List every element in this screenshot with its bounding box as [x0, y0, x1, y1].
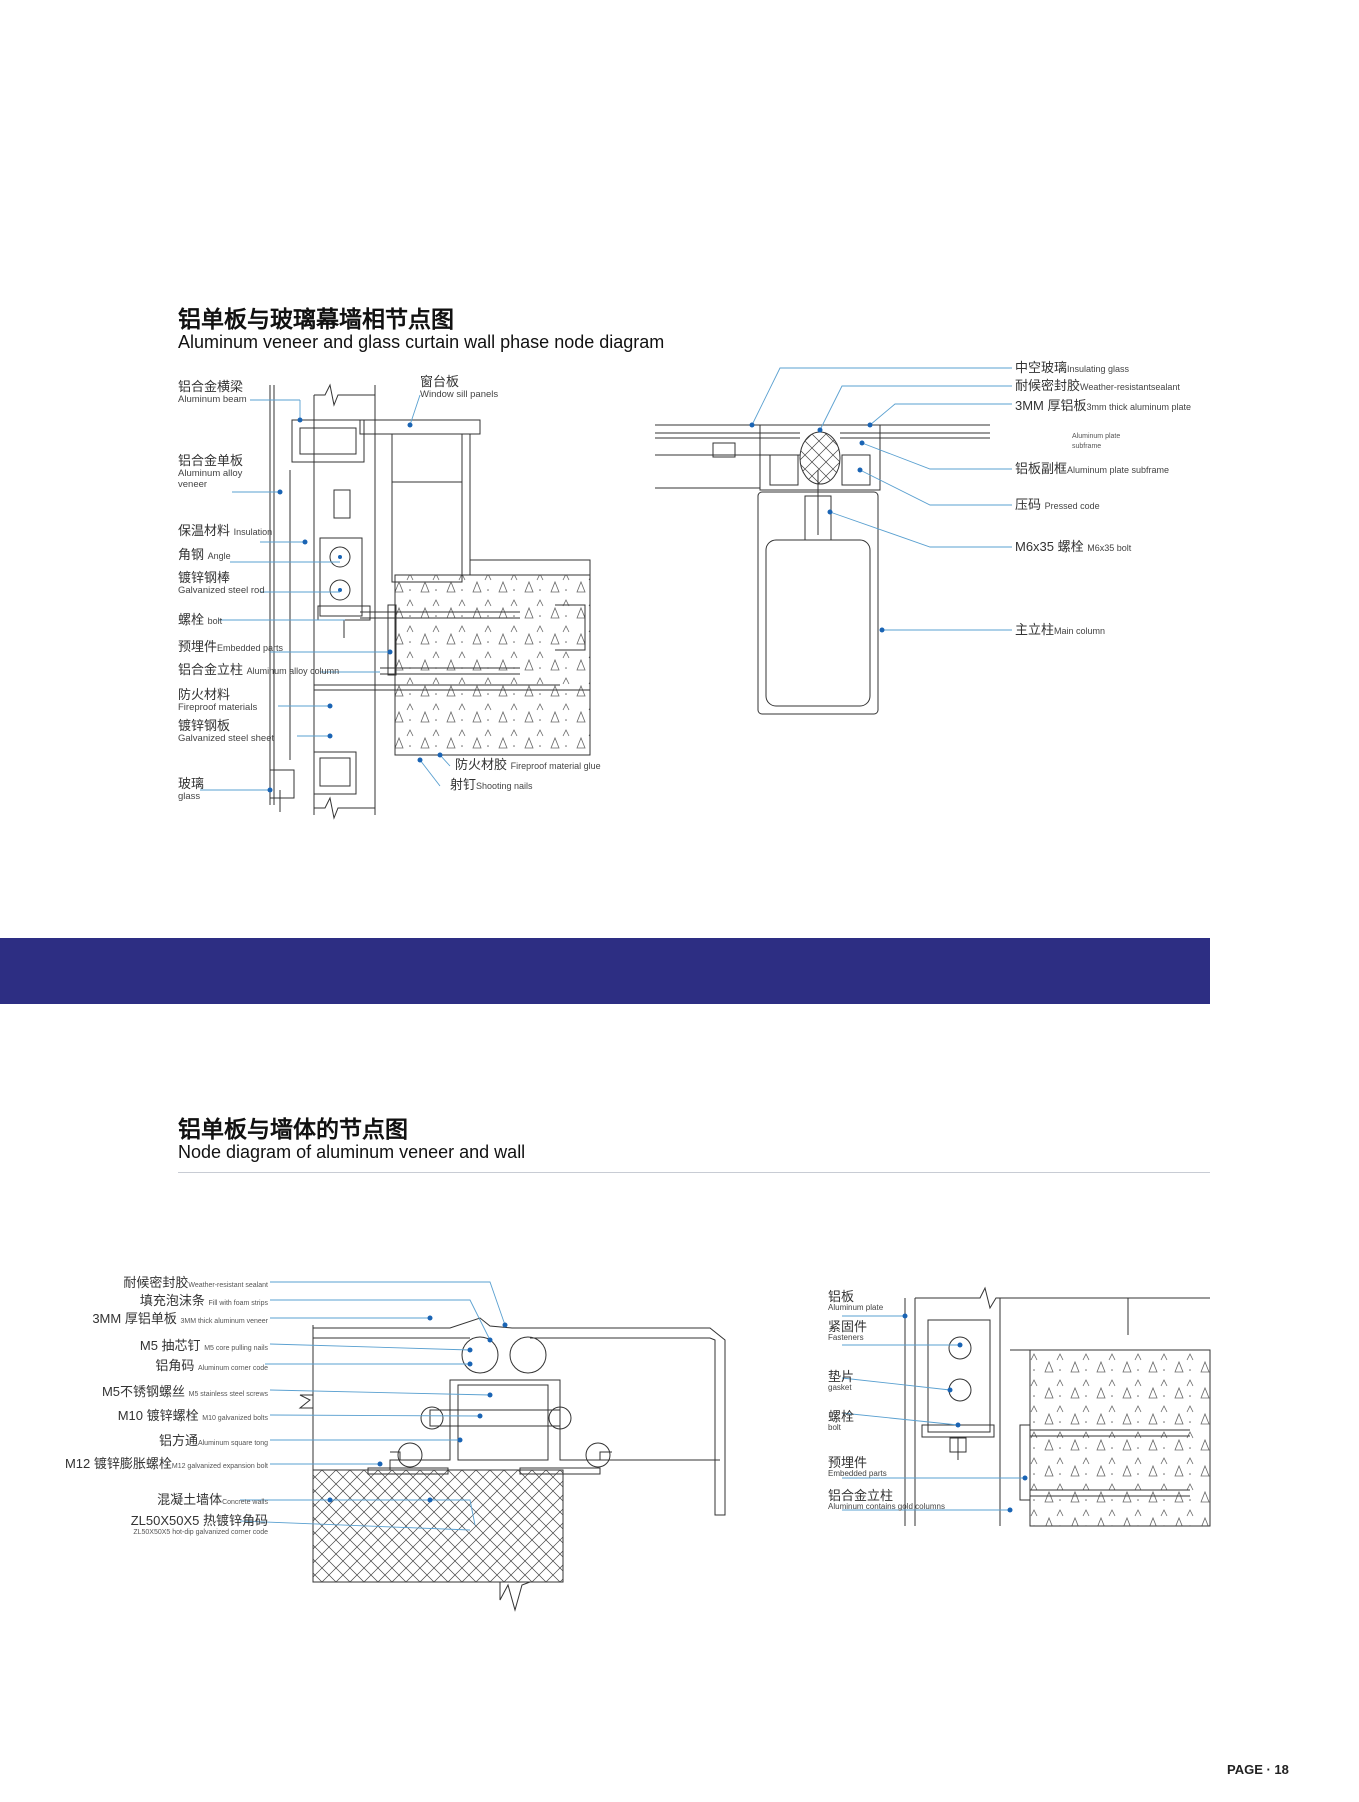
label-angle: 角钢 Angle — [178, 547, 231, 562]
page-number: PAGE · 18 — [1227, 1762, 1289, 1777]
label-pressed-code: 压码 Pressed code — [1015, 497, 1100, 512]
label-m12-bolt: M12 镀锌膨胀螺栓M12 galvanized expansion bolt — [64, 1456, 268, 1471]
label-3mm-plate: 3MM 厚铝板3mm thick aluminum plate — [1015, 398, 1192, 413]
label-fire-glue: 防火材胶 Fireproof material glue — [455, 757, 601, 772]
label-m10-bolts: M10 镀锌螺栓 M10 galvanized bolts — [117, 1408, 268, 1423]
label-square-tong: 铝方通Aluminum square tong — [158, 1433, 268, 1448]
label-shooting-nails: 射钉Shooting nails — [450, 777, 533, 792]
label-m6-bolt: M6x35 螺栓 M6x35 bolt — [1015, 539, 1132, 554]
label-insulating-glass: 中空玻璃Insulating glass — [1015, 360, 1130, 375]
label-insulation: 保温材料 Insulation — [178, 523, 273, 538]
label-concrete: 混凝土墙体Concrete walls — [157, 1492, 268, 1507]
label-plate-subframe-small: Aluminum plate subframe — [1072, 433, 1121, 450]
label-weather-sealant-2: 耐候密封胶Weather-resistant sealant — [123, 1275, 268, 1290]
section1-title-en: Aluminum veneer and glass curtain wall p… — [178, 332, 665, 352]
label-3mm-veneer: 3MM 厚铝单板 3MM thick aluminum veneer — [92, 1311, 268, 1326]
label-embedded-parts: 预埋件Embedded parts — [178, 639, 284, 654]
label-bolt: 螺栓 bolt — [178, 612, 223, 627]
label-corner-code: 铝角码 Aluminum corner code — [155, 1358, 268, 1373]
label-weather-sealant: 耐候密封胶Weather-resistantsealant — [1015, 378, 1180, 393]
label-m5-nail: M5 抽芯钉 M5 core pulling nails — [139, 1338, 268, 1353]
label-subframe: 铝板副框Aluminum plate subframe — [1015, 461, 1170, 476]
label-m5-screws: M5不锈钢螺丝 M5 stainless steel screws — [101, 1384, 268, 1399]
section1-title-cn: 铝单板与玻璃幕墙相节点图 — [178, 307, 454, 333]
section2-title-en: Node diagram of aluminum veneer and wall — [178, 1142, 526, 1162]
section2-divider — [178, 1172, 1210, 1173]
label-main-column: 主立柱Main column — [1015, 622, 1106, 637]
label-foam-strips: 填充泡沫条 Fill with foam strips — [139, 1293, 268, 1308]
section-divider-band — [0, 938, 1210, 1004]
label-alloy-column: 铝合金立柱 Aluminum alloy column — [178, 662, 340, 677]
section2-title-cn: 铝单板与墙体的节点图 — [178, 1117, 408, 1143]
